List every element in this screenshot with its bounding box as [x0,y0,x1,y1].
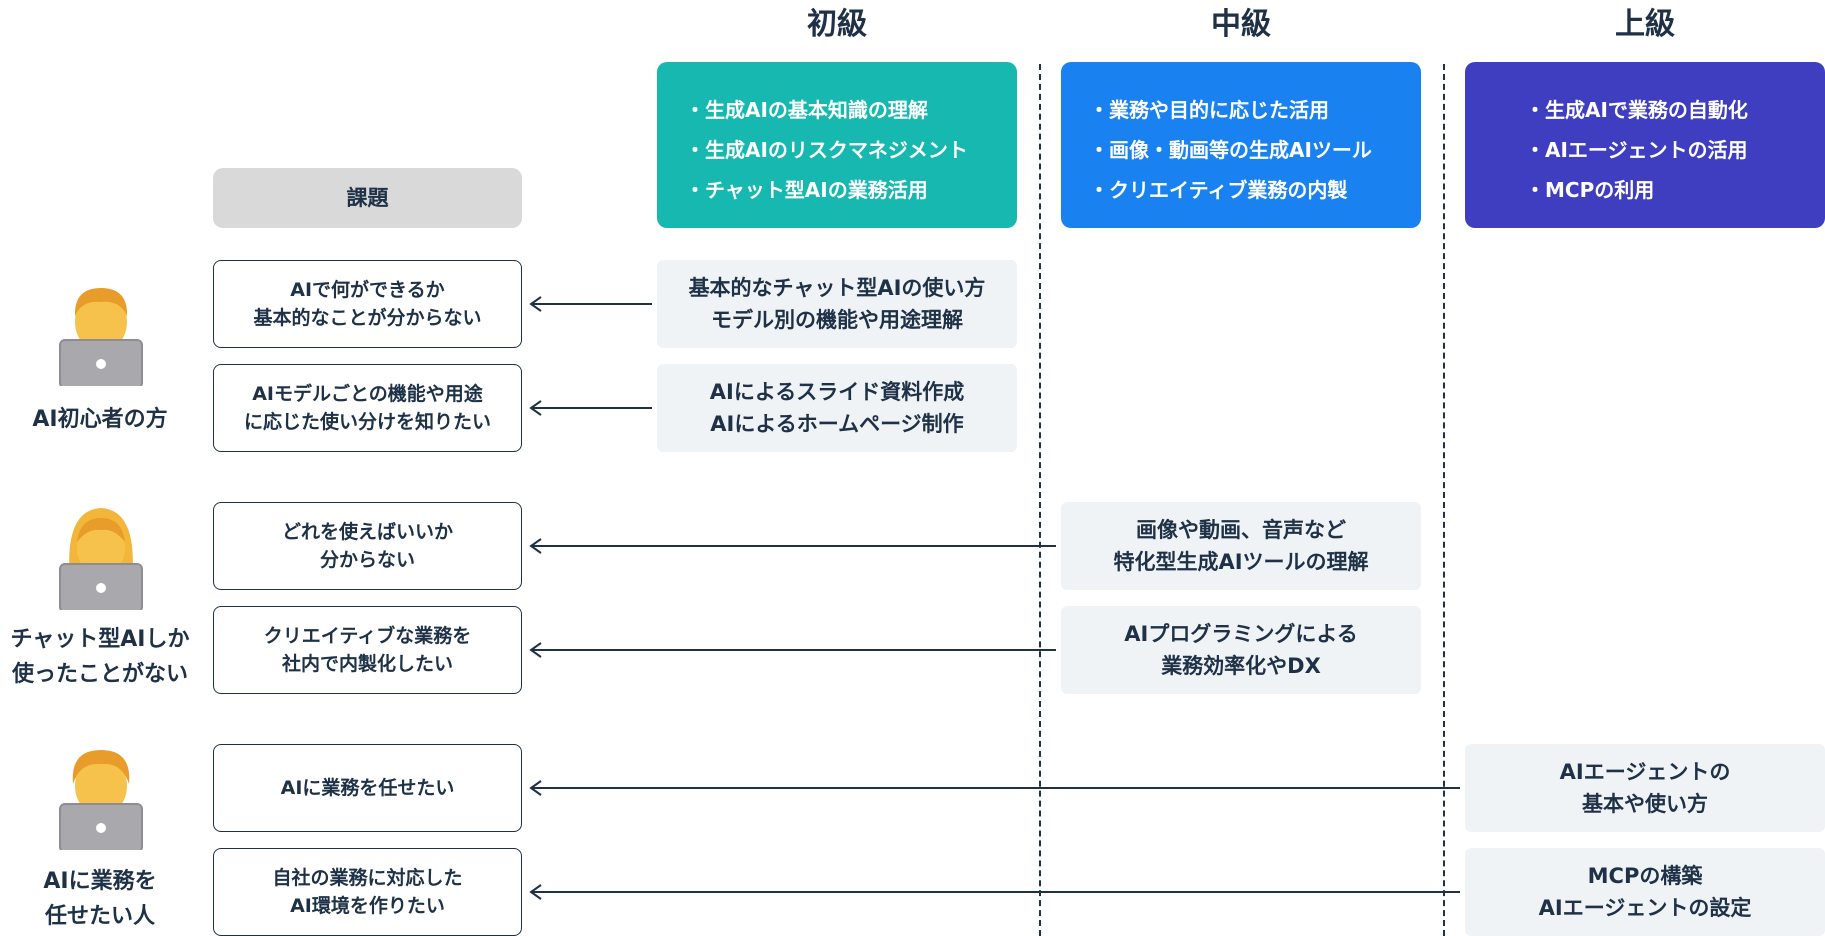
column-title-advanced: 上級 [1615,7,1675,42]
level-item: 画像・動画等の生成AIツール [1089,130,1421,170]
arrow-head [529,400,542,416]
level-item: クリエイティブ業務の内製 [1089,170,1421,210]
issue-box: クリエイティブな業務を 社内で内製化したい [213,606,522,694]
level-item: AIエージェントの活用 [1525,130,1825,170]
issue-box: AIに業務を任せたい [213,744,522,832]
arrow-head [529,884,542,900]
issue-box: AIで何ができるか 基本的なことが分からない [213,260,522,348]
column-title-intermediate: 中級 [1211,7,1271,42]
persona-3-label: AIに業務を 任せたい人 [43,869,157,929]
arrow-head [529,538,542,554]
level-item: 生成AIで業務の自動化 [1525,90,1825,130]
level-item: MCPの利用 [1525,170,1825,210]
column-divider [1039,64,1041,936]
course-box: AIによるスライド資料作成 AIによるホームページ制作 [657,364,1017,452]
level-item: チャット型AIの業務活用 [685,170,1017,210]
issue-box: 自社の業務に対応した AI環境を作りたい [213,848,522,936]
course-box: AIエージェントの 基本や使い方 [1465,744,1825,832]
column-title-beginner: 初級 [807,7,867,42]
column-divider [1443,64,1445,936]
issue-box: AIモデルごとの機能や用途 に応じた使い分けを知りたい [213,364,522,452]
persona-3-icon [59,750,143,850]
course-box: MCPの構築 AIエージェントの設定 [1465,848,1825,936]
persona-2-icon [59,508,143,610]
persona-2-label: チャット型AIしか 使ったことがない [10,627,190,687]
course-box: AIプログラミングによる 業務効率化やDX [1061,606,1421,694]
arrow-head [529,642,542,658]
course-box: 画像や動画、音声など 特化型生成AIツールの理解 [1061,502,1421,590]
level-item: 業務や目的に応じた活用 [1089,90,1421,130]
level-item: 生成AIのリスクマネジメント [685,130,1017,170]
level-box-advanced: 生成AIで業務の自動化 AIエージェントの活用 MCPの利用 [1465,62,1825,228]
issue-box: どれを使えばいいか 分からない [213,502,522,590]
level-box-beginner: 生成AIの基本知識の理解 生成AIのリスクマネジメント チャット型AIの業務活用 [657,62,1017,228]
level-item: 生成AIの基本知識の理解 [685,90,1017,130]
course-box: 基本的なチャット型AIの使い方 モデル別の機能や用途理解 [657,260,1017,348]
persona-1-label: AI初心者の方 [32,407,168,432]
arrow-head [529,296,542,312]
persona-1-icon [59,288,143,386]
arrow-head [529,780,542,796]
issues-header: 課題 [213,168,522,228]
level-box-intermediate: 業務や目的に応じた活用 画像・動画等の生成AIツール クリエイティブ業務の内製 [1061,62,1421,228]
